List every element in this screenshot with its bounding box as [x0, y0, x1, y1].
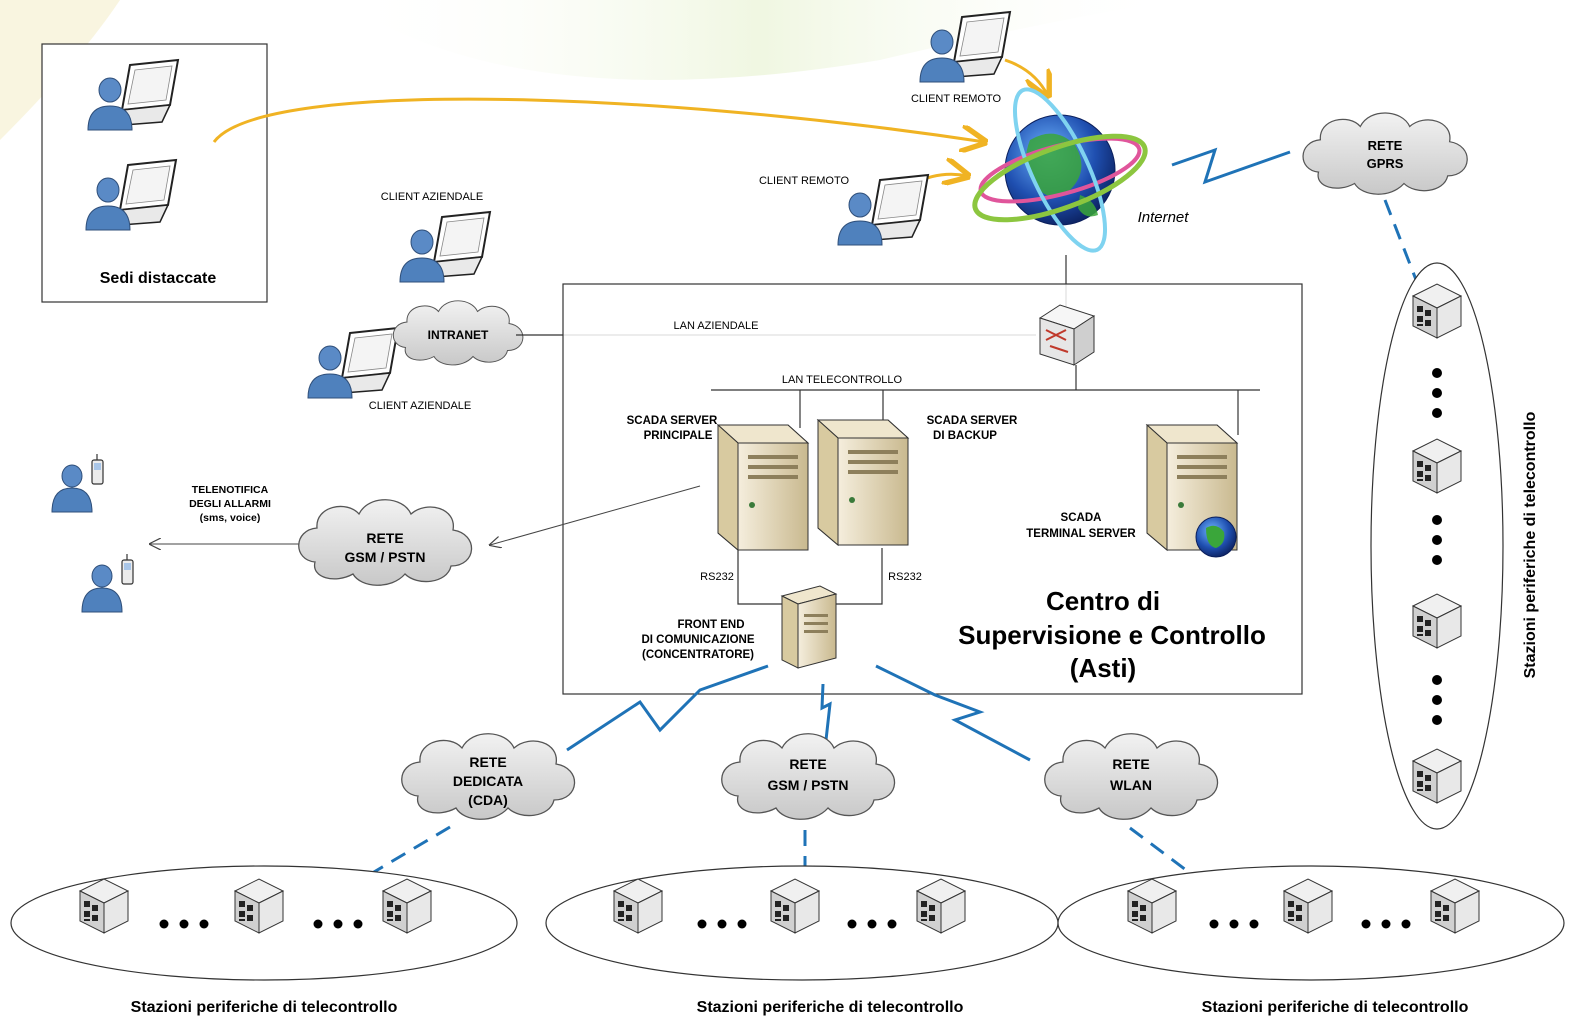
client-remote-mid-label: CLIENT REMOTO: [759, 175, 849, 187]
stations-group-left: [10, 865, 518, 981]
ellipsis-dot: [1432, 695, 1442, 705]
gsm-bottom-link: [820, 683, 832, 741]
ellipsis-dot: [1432, 408, 1442, 418]
remote-office-arrow: [212, 97, 985, 142]
dedicated-label-line1: RETE: [469, 754, 506, 770]
rs232-right-link: [832, 548, 883, 605]
remote-offices-label: Sedi distaccate: [100, 270, 217, 287]
server-gsm-arrow: [490, 485, 701, 545]
gsm-left-label-line2: GSM / PSTN: [345, 549, 426, 565]
scada-main-label-line1: SCADA SERVER: [627, 415, 718, 427]
rs232-left-label: RS232: [700, 571, 734, 583]
station-icon: [916, 878, 966, 934]
dedicated-label-line2: DEDICATA: [453, 773, 523, 789]
gprs-link: [1171, 147, 1291, 185]
station-icon: [382, 878, 432, 934]
station-icon: [79, 878, 129, 934]
gsm-bottom-label-line2: GSM / PSTN: [768, 777, 849, 793]
ellipsis-dot: [1432, 555, 1442, 565]
right-stations-label: Stazioni periferiche di telecontrollo: [1522, 411, 1539, 678]
scada-terminal-label-line1: SCADA: [1061, 512, 1102, 524]
station-icon: [1283, 878, 1333, 934]
lan-telecontrollo-label: LAN TELECONTROLLO: [782, 374, 903, 386]
intranet-label: INTRANET: [428, 328, 489, 342]
stations-group-right: [1057, 865, 1565, 981]
center-title-line3: (Asti): [1070, 653, 1136, 683]
alarm-recipient-icon: [51, 453, 104, 513]
gprs-stations-link: [1383, 199, 1422, 291]
scada-terminal-label-line2: TERMINAL SERVER: [1026, 528, 1136, 540]
station-icon: [1127, 878, 1177, 934]
scada-backup-server-icon: [817, 419, 909, 546]
dedicated-link: [566, 664, 769, 752]
background-swoosh: [340, 0, 1180, 80]
station-icon: [1412, 593, 1462, 649]
client-corporate-top-label: CLIENT AZIENDALE: [381, 191, 484, 203]
ellipsis-dot: [1432, 388, 1442, 398]
ellipsis-dot: [1432, 535, 1442, 545]
lan-aziendale-label: LAN AZIENDALE: [674, 320, 759, 332]
ellipsis-dot: [1432, 515, 1442, 525]
client-remote-top-arrow: [1004, 58, 1048, 96]
station-icon: [1430, 878, 1480, 934]
stations-bottom-center-label: Stazioni periferiche di telecontrollo: [697, 999, 964, 1016]
client-remote-mid-icon: [837, 174, 929, 246]
scada-backup-label-line2: DI BACKUP: [933, 430, 997, 442]
station-icon: [1412, 283, 1462, 339]
rs232-left-link: [737, 550, 790, 605]
center-title-line2: Supervisione e Controllo: [958, 620, 1266, 650]
stations-group-center: [545, 865, 1059, 981]
front-end-icon: [780, 585, 838, 669]
station-icon: [234, 878, 284, 934]
station-icon: [770, 878, 820, 934]
client-remote-top-label: CLIENT REMOTO: [911, 93, 1001, 105]
scada-main-label-line2: PRINCIPALE: [644, 430, 713, 442]
dedicated-label-line3: (CDA): [468, 792, 508, 808]
alarm-recipient-icon: [81, 553, 134, 613]
alarm-label-line3: (sms, voice): [200, 512, 261, 524]
front-end-label-line2: DI COMUNICAZIONE: [641, 634, 754, 646]
rs232-right-label: RS232: [888, 571, 922, 583]
wlan-label-line1: RETE: [1112, 756, 1149, 772]
right-stations-group: [1370, 262, 1504, 830]
client-corporate-bottom-icon: [307, 327, 399, 399]
wlan-link: [875, 664, 1031, 762]
station-icon: [1412, 748, 1462, 804]
wlan-label-line2: WLAN: [1110, 777, 1152, 793]
center-title-line1: Centro di: [1046, 586, 1160, 616]
terminal-server-globe-icon: [1195, 516, 1237, 558]
internet-globe-icon: [972, 87, 1148, 253]
scada-backup-label-line1: SCADA SERVER: [927, 415, 1018, 427]
gprs-label-line2: GPRS: [1367, 156, 1404, 171]
ellipsis-dot: [1432, 368, 1442, 378]
front-end-label-line3: (CONCENTRATORE): [642, 649, 754, 661]
gprs-cloud: [1302, 112, 1468, 195]
gprs-label-line1: RETE: [1368, 138, 1403, 153]
alarm-label-line2: DEGLI ALLARMI: [189, 498, 271, 510]
stations-bottom-left-label: Stazioni periferiche di telecontrollo: [131, 999, 398, 1016]
internet-label: Internet: [1138, 209, 1190, 226]
gsm-left-label-line1: RETE: [366, 530, 403, 546]
client-corporate-bottom-label: CLIENT AZIENDALE: [369, 400, 472, 412]
router-icon: [1038, 304, 1096, 366]
ellipsis-dot: [1432, 675, 1442, 685]
front-end-label-line1: FRONT END: [677, 619, 744, 631]
client-corporate-top-icon: [399, 211, 491, 283]
scada-main-server-icon: [717, 424, 809, 551]
gsm-bottom-label-line1: RETE: [789, 756, 826, 772]
wlan-stations-link: [1129, 826, 1223, 899]
ellipsis-dot: [1432, 715, 1442, 725]
stations-bottom-right-label: Stazioni periferiche di telecontrollo: [1202, 999, 1469, 1016]
station-icon: [613, 878, 663, 934]
alarm-label-line1: TELENOTIFICA: [192, 484, 269, 496]
station-icon: [1412, 438, 1462, 494]
